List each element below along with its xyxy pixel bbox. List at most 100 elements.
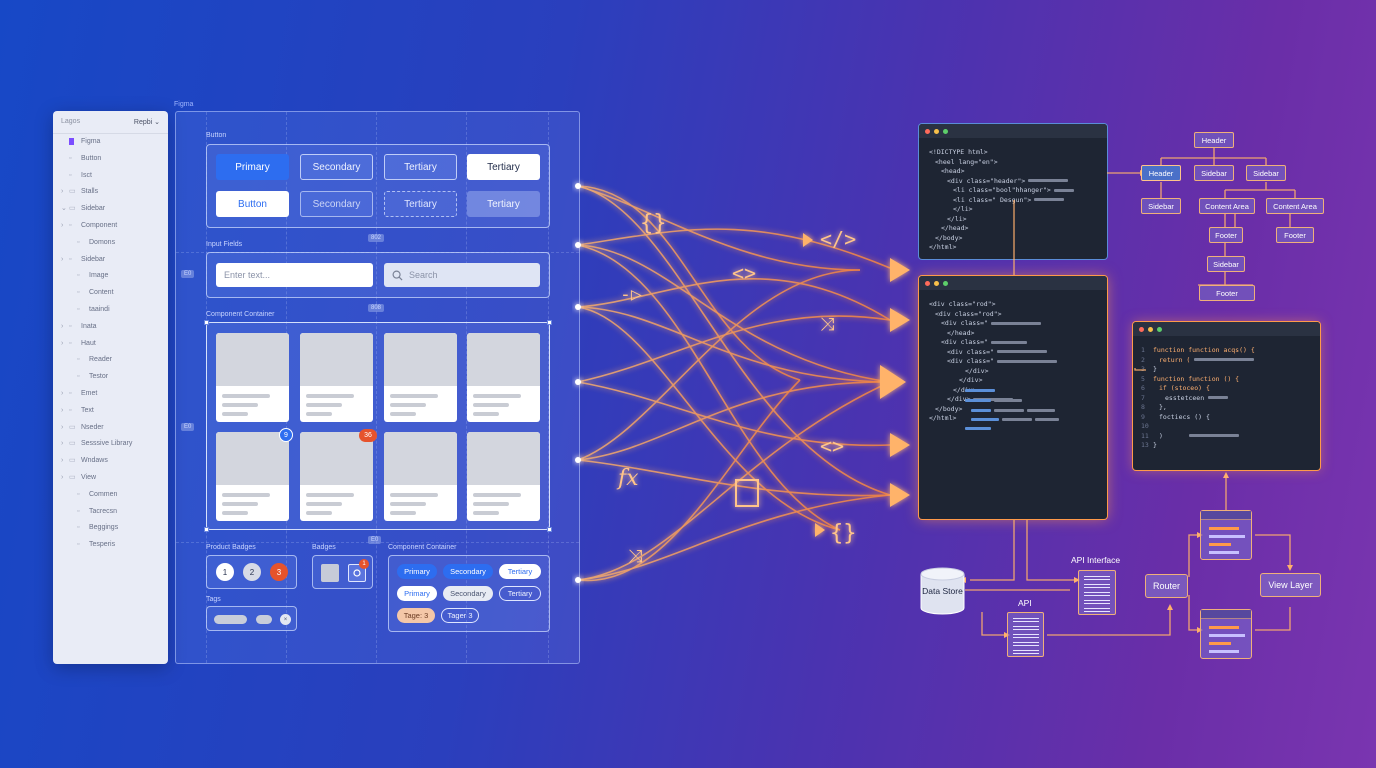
pill-tertiary[interactable]: Tertiary xyxy=(499,564,541,579)
layer-item[interactable]: ›▫Inata xyxy=(61,321,97,333)
primary-button[interactable]: Primary xyxy=(216,154,289,180)
content-card[interactable] xyxy=(216,333,289,422)
tag-chip[interactable] xyxy=(214,615,247,624)
card-image xyxy=(384,432,457,485)
content-card[interactable] xyxy=(467,432,540,521)
tree-node-header[interactable]: Header xyxy=(1141,165,1181,181)
database-icon[interactable] xyxy=(919,566,966,616)
tree-node-content-area-2[interactable]: Content Area xyxy=(1266,198,1324,214)
content-card[interactable] xyxy=(384,432,457,521)
view-layer-node[interactable]: View Layer xyxy=(1260,573,1321,597)
chevron-icon[interactable]: ⌄ xyxy=(61,205,67,213)
layer-item[interactable]: ›▭Sesssive Library xyxy=(61,438,132,450)
tree-node-footer-2[interactable]: Footer xyxy=(1276,227,1314,243)
chevron-icon[interactable]: › xyxy=(61,255,64,263)
layer-item[interactable]: ▫Testor xyxy=(69,371,108,383)
tree-node-sidebar-4[interactable]: Sidebar xyxy=(1207,256,1245,272)
layer-item[interactable]: ›▫Emet xyxy=(61,388,97,400)
tag-pill-outline[interactable]: Tager 3 xyxy=(441,608,479,623)
code-window-html[interactable]: <!DICTYPE html><heel lang="en"><head><di… xyxy=(919,124,1107,259)
tree-node-sidebar-2[interactable]: Sidebar xyxy=(1246,165,1286,181)
layer-item[interactable]: ›▫Text xyxy=(61,405,94,417)
content-card[interactable] xyxy=(300,432,373,521)
tree-node-footer[interactable]: Footer xyxy=(1209,227,1243,243)
secondary-button-disabled[interactable]: Secondary xyxy=(300,191,373,217)
tertiary-button-ghost[interactable]: Tertiary xyxy=(467,191,540,217)
code-text: } xyxy=(1153,441,1157,449)
layer-item[interactable]: ▫Button xyxy=(61,153,101,165)
chevron-icon[interactable]: › xyxy=(61,390,64,397)
layer-item[interactable]: ▫Content xyxy=(69,287,114,299)
badge-2[interactable]: 2 xyxy=(243,563,261,581)
layer-item[interactable]: ▫Commen xyxy=(69,489,117,501)
tag-chip[interactable] xyxy=(256,615,272,624)
content-card[interactable] xyxy=(467,333,540,422)
section-label-component-container-2: Component Container xyxy=(388,544,457,551)
layer-item[interactable]: ▫Tesperis xyxy=(69,539,115,551)
layer-item[interactable]: ▫Beggings xyxy=(69,522,118,534)
layer-item[interactable]: Figma xyxy=(61,136,100,148)
layer-item[interactable]: ▫Domons xyxy=(69,237,115,249)
router-node[interactable]: Router xyxy=(1145,574,1188,598)
layer-item[interactable]: ▫Tacrecsn xyxy=(69,506,117,518)
layer-item[interactable]: ▫Image xyxy=(69,270,108,282)
tertiary-button-dashed[interactable]: Tertiary xyxy=(384,191,457,217)
tag-pill[interactable]: Tage: 3 xyxy=(397,608,435,623)
pill-primary[interactable]: Primary xyxy=(397,564,437,579)
chevron-icon[interactable]: › xyxy=(61,457,64,465)
layer-item[interactable]: ⌄▭Sidebar xyxy=(61,203,105,215)
chevron-icon[interactable]: › xyxy=(61,406,64,414)
search-input[interactable]: Search xyxy=(384,263,540,287)
chevron-icon[interactable]: › xyxy=(61,474,64,481)
layer-item[interactable]: ▫taaindi xyxy=(69,304,110,316)
chevron-icon[interactable]: › xyxy=(61,339,64,347)
layer-item[interactable]: ›▭Stalls xyxy=(61,186,98,198)
layer-item[interactable]: ›▫Haut xyxy=(61,338,96,350)
secondary-button[interactable]: Secondary xyxy=(300,154,373,180)
api-interface-icon[interactable] xyxy=(1078,570,1116,615)
design-canvas[interactable]: Button Primary Secondary Tertiary Tertia… xyxy=(175,111,580,664)
tab-assets[interactable]: Repbi ⌄ xyxy=(133,119,160,126)
card-image xyxy=(467,432,540,485)
content-card[interactable] xyxy=(300,333,373,422)
pill-tertiary-outline[interactable]: Tertiary xyxy=(499,586,541,601)
api-server-icon[interactable] xyxy=(1007,612,1044,657)
chevron-icon[interactable]: › xyxy=(61,322,64,330)
card-grid[interactable]: 9 36 xyxy=(204,320,552,532)
component-window-icon[interactable] xyxy=(1200,510,1252,560)
tree-node-sidebar-3[interactable]: Sidebar xyxy=(1141,198,1181,214)
layer-item[interactable]: ›▭Nseder xyxy=(61,422,104,434)
tree-node-sidebar[interactable]: Sidebar xyxy=(1194,165,1234,181)
pill-secondary-gray[interactable]: Secondary xyxy=(443,586,493,601)
tab-layers[interactable]: Lagos xyxy=(61,118,81,125)
button[interactable]: Button xyxy=(216,191,289,217)
close-icon[interactable]: × xyxy=(280,614,291,625)
badge-1[interactable]: 1 xyxy=(216,563,234,581)
text-input[interactable]: Enter text... xyxy=(216,263,373,287)
chevron-icon[interactable]: › xyxy=(61,423,64,431)
badge-3[interactable]: 3 xyxy=(270,563,288,581)
layer-item[interactable]: ›▫Component xyxy=(61,220,117,232)
layer-item[interactable]: ▫Isct xyxy=(61,170,92,182)
component-window-icon[interactable] xyxy=(1200,609,1252,659)
chevron-icon[interactable]: › xyxy=(61,188,64,196)
card-image xyxy=(467,333,540,386)
chevron-icon[interactable]: › xyxy=(61,440,64,448)
pill-secondary[interactable]: Secondary xyxy=(443,564,493,579)
layer-item[interactable]: ›▫Sidebar xyxy=(61,254,105,266)
tertiary-button-white[interactable]: Tertiary xyxy=(467,154,540,180)
layer-item[interactable]: ▫Reader xyxy=(69,354,112,366)
tree-node-header-root[interactable]: Header xyxy=(1194,132,1234,148)
pill-primary-outline[interactable]: Primary xyxy=(397,586,437,601)
chevron-icon[interactable]: › xyxy=(61,222,64,229)
tree-node-content-area[interactable]: Content Area xyxy=(1199,198,1255,214)
code-window-markup[interactable]: <div class="rod"><div class="rod"><div c… xyxy=(919,276,1107,519)
tertiary-button[interactable]: Tertiary xyxy=(384,154,457,180)
layer-item[interactable]: ›▭Wndaws xyxy=(61,455,108,467)
layer-item[interactable]: ›▭View xyxy=(61,472,96,484)
content-card[interactable] xyxy=(216,432,289,521)
content-card[interactable] xyxy=(384,333,457,422)
tree-node-footer-3[interactable]: Footer xyxy=(1199,285,1255,301)
